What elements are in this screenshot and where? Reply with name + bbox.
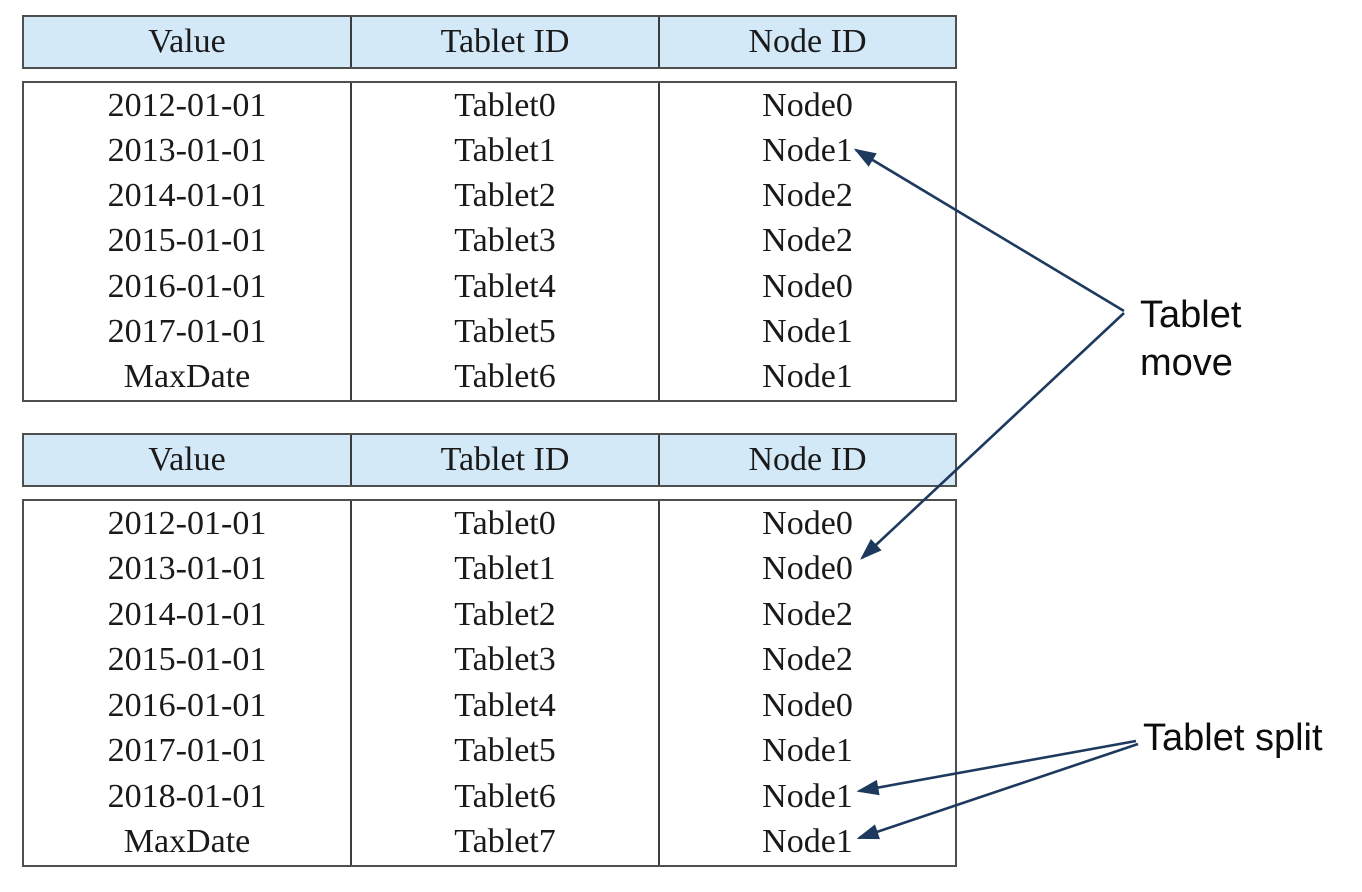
cell-value: 2016-01-01 [24,264,352,310]
tablet-move-label: Tablet move [1140,291,1241,387]
cell-node-id: Node1 [762,358,853,396]
cell-node-id: Node1 [762,823,853,861]
cell-node-id: Node2 [762,222,853,260]
cell-tablet-id: Tablet3 [352,637,660,683]
cell-value: 2015-01-01 [24,637,352,683]
column-header-value: Value [24,17,352,67]
cell-node-id: Node2 [762,595,853,633]
cell-value: 2017-01-01 [24,728,352,774]
cell-tablet-id: Tablet1 [352,546,660,592]
cell-value: 2014-01-01 [24,592,352,638]
cell-node-id: Node1 [762,131,853,169]
cell-value: MaxDate [24,819,352,865]
cell-value: 2018-01-01 [24,774,352,820]
cell-value: 2013-01-01 [24,128,352,174]
cell-value: 2012-01-01 [24,501,352,547]
cell-value: 2017-01-01 [24,309,352,355]
column-header-node-id: Node ID [748,441,867,478]
cell-value: 2016-01-01 [24,683,352,729]
cell-tablet-id: Tablet6 [352,774,660,820]
column-header-tablet-id: Tablet ID [352,435,660,485]
tablet-split-label: Tablet split [1143,717,1323,759]
cell-value: 2012-01-01 [24,83,352,129]
cell-tablet-id: Tablet2 [352,173,660,219]
cell-value: 2015-01-01 [24,218,352,265]
cell-tablet-id: Tablet4 [352,264,660,310]
column-header-tablet-id: Tablet ID [352,17,660,67]
table-after-header-row: Value Tablet ID Node ID [22,433,957,487]
cell-node-id: Node2 [762,177,853,215]
cell-tablet-id: Tablet6 [352,354,660,400]
cell-node-id: Node0 [762,267,853,305]
cell-node-id: Node0 [762,686,853,724]
cell-tablet-id: Tablet0 [352,83,660,129]
cell-tablet-id: Tablet1 [352,128,660,174]
cell-tablet-id: Tablet2 [352,592,660,638]
cell-tablet-id: Tablet5 [352,309,660,355]
cell-node-id: Node0 [762,86,853,124]
cell-tablet-id: Tablet5 [352,728,660,774]
cell-node-id: Node1 [762,732,853,770]
cell-node-id: Node1 [762,777,853,815]
cell-tablet-id: Tablet0 [352,501,660,547]
cell-node-id: Node2 [762,641,853,679]
tablet-move-label-line2: move [1140,342,1233,384]
cell-tablet-id: Tablet7 [352,819,660,865]
cell-value: 2014-01-01 [24,173,352,219]
table-before-header-row: Value Tablet ID Node ID [22,15,957,69]
cell-node-id: Node1 [762,313,853,351]
cell-tablet-id: Tablet4 [352,683,660,729]
cell-node-id: Node0 [762,504,853,542]
column-header-node-id: Node ID [748,23,867,60]
column-header-value: Value [24,435,352,485]
tablet-move-label-line1: Tablet [1140,294,1242,336]
cell-node-id: Node0 [762,550,853,588]
cell-value: 2013-01-01 [24,546,352,592]
cell-value: MaxDate [24,354,352,400]
cell-tablet-id: Tablet3 [352,218,660,265]
